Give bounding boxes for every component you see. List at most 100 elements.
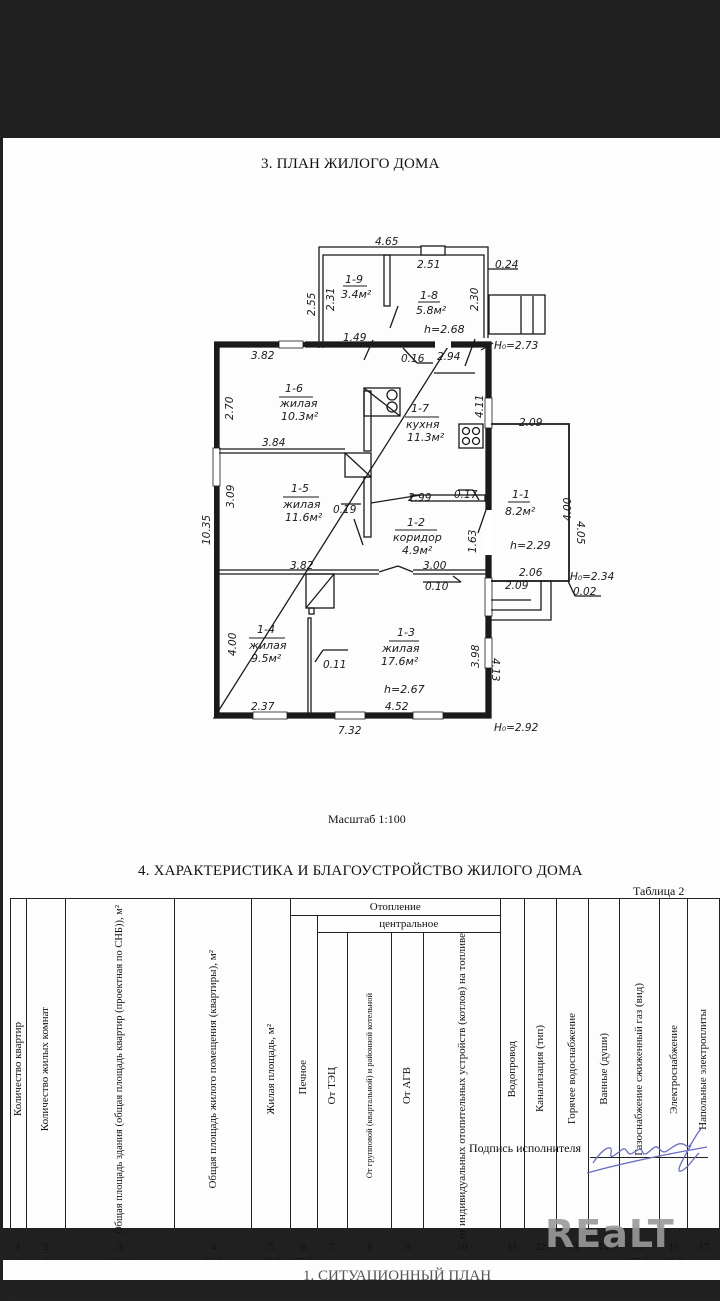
- dim-label: 3.84: [262, 437, 285, 449]
- dim-label: 0.10: [425, 581, 449, 593]
- document-page: 3. ПЛАН ЖИЛОГО ДОМА: [3, 138, 720, 1301]
- dim-label: 4.52: [385, 701, 409, 713]
- stove-1-6: [363, 387, 401, 417]
- window: [334, 711, 366, 720]
- room-id: 1-2: [407, 516, 425, 529]
- heating-group-header: Отопление: [289, 898, 501, 916]
- cell: 9: [391, 1238, 424, 1255]
- room-name: жилая: [279, 397, 318, 410]
- window: [212, 447, 221, 487]
- dim-label: 2.70: [224, 396, 236, 420]
- cell: 17: [687, 1238, 720, 1255]
- dim-label: 2.51: [417, 259, 440, 271]
- dim-label: 7.32: [338, 725, 362, 737]
- window: [278, 340, 304, 349]
- dim-leader: [567, 580, 576, 597]
- dim-label: 2.30: [469, 287, 481, 311]
- stove-1-5: [344, 452, 372, 478]
- dim-label: 4.00: [562, 497, 574, 521]
- dim-label: 0.19: [333, 504, 357, 516]
- column-header: Количество квартир: [11, 1021, 24, 1117]
- plan-section-title: 3. ПЛАН ЖИЛОГО ДОМА: [261, 156, 440, 172]
- dim-label: 4.11: [474, 395, 486, 418]
- column-header: От АГВ: [401, 1067, 414, 1105]
- room-height: h=2.67: [384, 683, 425, 696]
- room-area: 9.5м²: [251, 652, 282, 665]
- dim-label: 10.35: [201, 515, 213, 545]
- room-area: 4.9м²: [402, 544, 433, 557]
- dim-label: 0.02: [573, 586, 597, 598]
- partition-1-9: [383, 254, 391, 307]
- dim-label: 2.99: [408, 492, 432, 504]
- column-header: Общая площадь жилого помещения (квартиры…: [206, 949, 219, 1189]
- dim-label: 2.55: [306, 292, 318, 316]
- signature-label: Подпись исполнителя: [469, 1141, 581, 1155]
- partition-1-4-1-3: [307, 617, 312, 715]
- dim-leader: [370, 494, 422, 504]
- stove-1-4: [305, 573, 335, 609]
- partition-1-5-1-2: [363, 476, 372, 538]
- dim-label: 4.65: [375, 236, 399, 248]
- dim-label: 3.09: [225, 484, 237, 508]
- column-header: от индивидуальных отопительных устройств…: [455, 933, 468, 1239]
- dim-leader: [314, 649, 324, 663]
- cell: 8: [346, 1238, 393, 1255]
- annex-outer-wall: [318, 246, 489, 348]
- room-area: 3.4м²: [341, 288, 372, 301]
- central-group-header: центральное: [316, 915, 501, 933]
- column-header: Количество жилых комнат: [39, 1006, 52, 1132]
- watermark-logo: REaLT: [545, 1212, 675, 1256]
- column-header: Электроснабжение: [667, 1024, 680, 1114]
- room-area: 11.6м²: [285, 511, 323, 524]
- dim-label: 3.00: [423, 560, 447, 572]
- dim-leader: [452, 575, 462, 583]
- table-label: Таблица 2: [633, 884, 685, 898]
- dim-label: 3.98: [470, 644, 482, 668]
- column-header: От групповой (квартальной) и районной ко…: [363, 993, 374, 1179]
- veranda-steps: [491, 580, 552, 621]
- dim-label: 4.13: [489, 658, 501, 681]
- dim-leader: [480, 342, 494, 351]
- window: [252, 711, 288, 720]
- room-id: 1-1: [512, 488, 530, 501]
- room-name: кухня: [406, 418, 440, 431]
- dim-label: 2.37: [251, 701, 275, 713]
- room-area: 5.8м²: [416, 304, 447, 317]
- cell: 2: [25, 1238, 66, 1255]
- dim-leader: [472, 489, 480, 501]
- next-section-title: 1. СИТУАЦИОННЫЙ ПЛАН: [303, 1268, 492, 1280]
- scale-label: Масштаб 1:100: [328, 812, 406, 826]
- room-height: h=2.29: [510, 539, 551, 552]
- door-swing: [353, 518, 364, 546]
- dim-label: 0.16: [401, 353, 425, 365]
- dim-label: 2.09: [505, 580, 529, 592]
- room-area: 10.3м²: [281, 410, 319, 423]
- dim-label: H₀=2.73: [494, 340, 538, 352]
- room-id: 1-3: [397, 626, 415, 639]
- porch: [488, 294, 546, 335]
- door-swing: [378, 565, 399, 573]
- room-name: жилая: [248, 639, 287, 652]
- column-header: Водопровод: [506, 1040, 519, 1098]
- dim-label: 1.49: [343, 332, 367, 344]
- door-swing: [363, 339, 374, 361]
- cell: 11: [499, 1238, 525, 1255]
- dim-label: 2.09: [519, 417, 543, 429]
- window: [484, 637, 493, 669]
- column-header: Печное: [297, 1060, 310, 1095]
- room-id: 1-9: [345, 273, 363, 286]
- dim-label: 0.11: [323, 659, 346, 671]
- partition-1-2-1-7: [410, 494, 486, 502]
- dim-label: 0.24: [495, 259, 518, 271]
- door-opening: [435, 341, 451, 348]
- dim-label: 0.17: [454, 489, 478, 501]
- annex-window: [420, 245, 446, 256]
- dim-leader: [402, 347, 418, 364]
- dim-label: 2.06: [519, 567, 543, 579]
- room-height: h=2.68: [424, 323, 465, 336]
- left-wall-fill: [214, 342, 219, 718]
- column-header: Канализация (тип): [534, 1025, 547, 1113]
- annex-inner-wall: [322, 254, 485, 348]
- room-name: жилая: [282, 498, 321, 511]
- window: [484, 577, 493, 617]
